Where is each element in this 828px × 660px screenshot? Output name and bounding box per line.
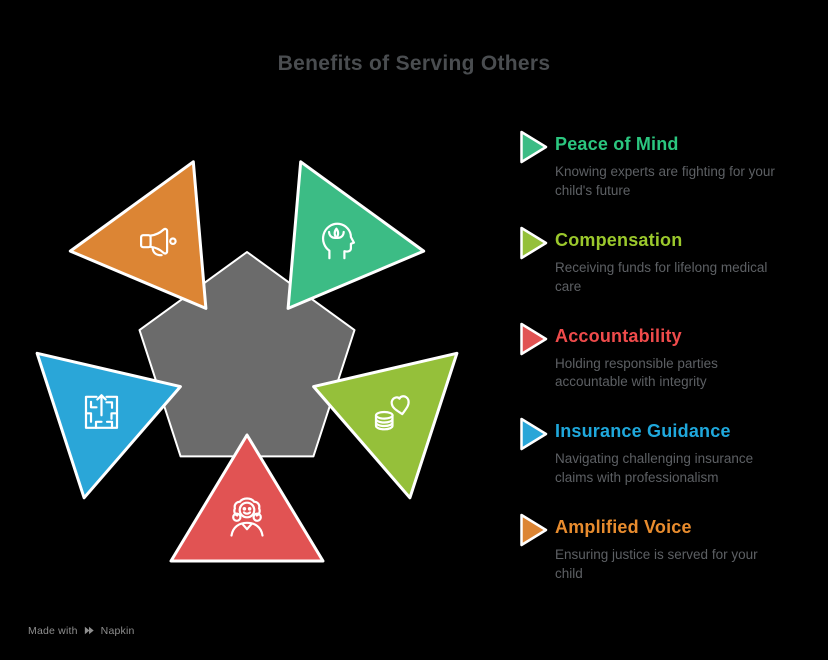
- legend-arrow-icon: [520, 130, 548, 164]
- legend: Peace of Mind Knowing experts are fighti…: [515, 130, 815, 610]
- legend-item-description: Holding responsible parties accountable …: [555, 355, 718, 390]
- legend-item-amplified-voice: Amplified Voice Ensuring justice is serv…: [515, 513, 815, 584]
- brand-name: Napkin: [100, 624, 135, 637]
- legend-arrow-icon: [520, 226, 548, 260]
- napkin-logo-icon: [84, 626, 94, 635]
- legend-item-title: Peace of Mind: [555, 134, 679, 154]
- legend-item-insurance-guidance: Insurance Guidance Navigating challengin…: [515, 418, 815, 488]
- legend-arrow-icon: [520, 418, 548, 451]
- legend-arrow-icon: [520, 322, 548, 355]
- legend-item-title: Amplified Voice: [555, 517, 692, 538]
- page-title: Benefits of Serving Others: [277, 52, 551, 75]
- made-with-napkin: Made with Napkin: [28, 624, 135, 637]
- legend-item-accountability: Accountability Holding responsible parti…: [515, 322, 815, 393]
- legend-item-description: Ensuring justice is served for your chil…: [555, 547, 758, 582]
- legend-item-description: Navigating challenging insurance claims …: [555, 451, 754, 486]
- triangle-insurance-guidance: [35, 351, 182, 500]
- pentagon-diagram: [35, 160, 459, 563]
- legend-item-title: Accountability: [555, 325, 682, 346]
- legend-item-title: Insurance Guidance: [555, 421, 731, 442]
- triangle-amplified-voice: [68, 160, 208, 310]
- legend-arrow-icon: [520, 513, 548, 547]
- legend-item-description: Knowing experts are fighting for your ch…: [555, 164, 775, 198]
- legend-item-compensation: Compensation Receiving funds for lifelon…: [515, 226, 815, 297]
- legend-item-peace-of-mind: Peace of Mind Knowing experts are fighti…: [515, 130, 815, 201]
- triangle-peace-of-mind: [286, 160, 426, 310]
- legend-item-description: Receiving funds for lifelong medical car…: [555, 259, 768, 294]
- made-with-text: Made with: [28, 624, 78, 637]
- legend-item-title: Compensation: [555, 229, 683, 250]
